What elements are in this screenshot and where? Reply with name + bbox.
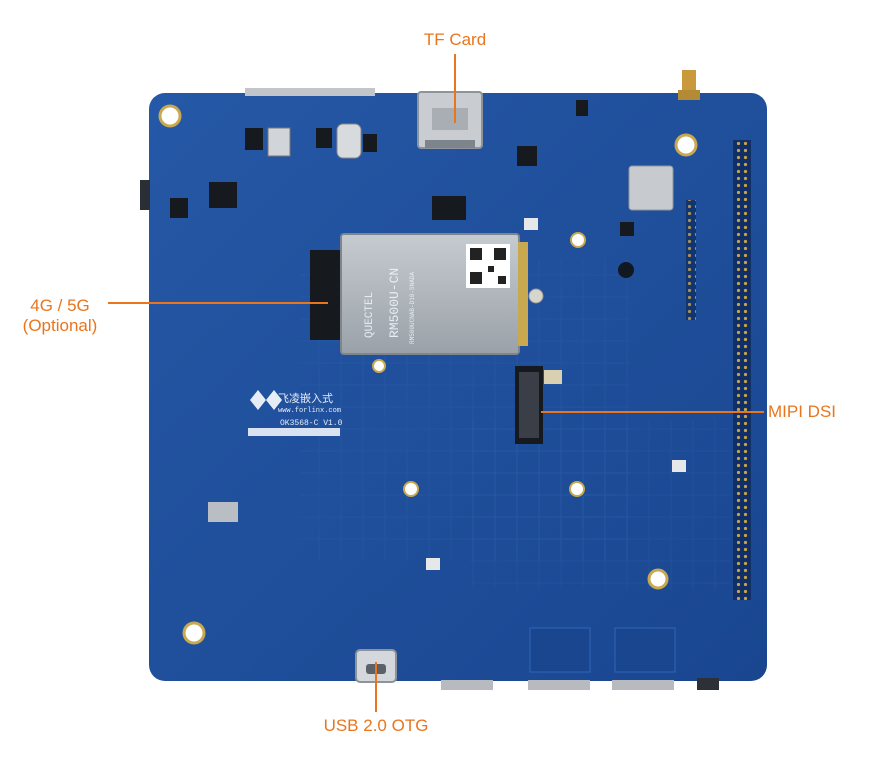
module-code: RM500UCNAB-D10-SNADA	[409, 272, 416, 344]
board-components	[140, 100, 686, 570]
tf-card-slot	[417, 91, 483, 149]
modem-label: 4G / 5G (Optional)	[10, 296, 110, 336]
callout-lines	[108, 54, 764, 712]
board-url-text: www.forlinx.com	[278, 407, 341, 415]
modem-module: QUECTEL RM500U-CN RM500UCNAB-D10-SNADA	[340, 233, 544, 355]
module-brand: QUECTEL	[364, 292, 376, 338]
mipi-dsi-connector	[515, 366, 543, 444]
board-logo-text: 飞凌嵌入式	[278, 391, 333, 406]
tf-card-label: TF Card	[423, 30, 487, 49]
module-model: RM500U-CN	[387, 268, 402, 338]
modem-label-line2: (Optional)	[22, 316, 98, 335]
board-model-text: OK3568-C V1.0	[280, 419, 343, 428]
modem-label-line1: 4G / 5G	[30, 296, 90, 315]
antenna-connector	[678, 70, 700, 100]
board-logo: 飞凌嵌入式 www.forlinx.com OK3568-C V1.0	[248, 390, 343, 436]
mipi-dsi-label: MIPI DSI	[768, 402, 837, 421]
usb-otg-label: USB 2.0 OTG	[323, 716, 429, 735]
m2-slot	[310, 250, 340, 340]
pcb-board	[149, 88, 767, 681]
